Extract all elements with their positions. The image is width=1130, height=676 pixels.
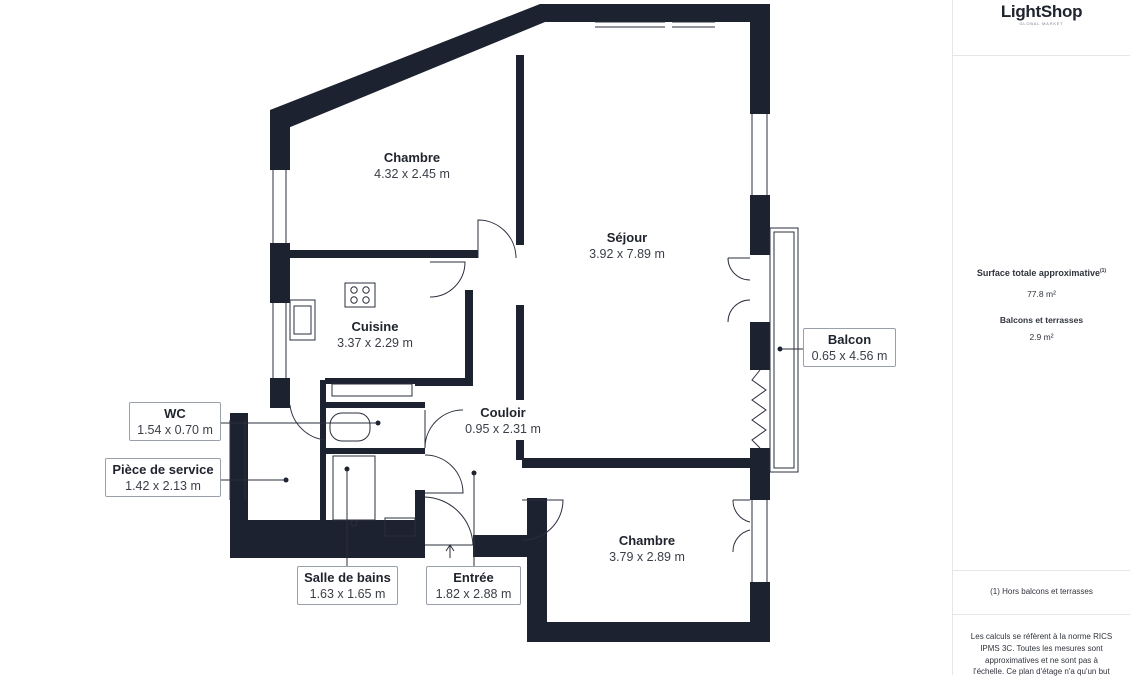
- wall-wc-left: [320, 380, 326, 525]
- wall-sejour-left-upper: [516, 55, 524, 245]
- room-name: Séjour: [606, 230, 648, 245]
- door-wc: [424, 409, 464, 449]
- room-name: Couloir: [480, 405, 526, 420]
- wall-top-right: [540, 4, 770, 22]
- wall-entree-left: [415, 490, 425, 558]
- door-chambre: [477, 219, 517, 259]
- wall-chambre2-left: [527, 498, 547, 642]
- room-name: Pièce de service: [112, 462, 214, 477]
- door-balcony-upper: [727, 257, 751, 323]
- room-chambre-2: Chambre 3.79 x 2.89 m: [609, 533, 685, 565]
- room-name: Balcon: [827, 332, 872, 347]
- surface-note-mark: (1): [1099, 268, 1107, 274]
- wall-left-lower: [270, 378, 290, 408]
- walls: [230, 4, 770, 642]
- surface-total-label: Surface totale approximative(1): [953, 268, 1130, 278]
- balcons-value: 2.9 m²: [1029, 332, 1054, 342]
- room-dimensions: 0.65 x 4.56 m: [811, 349, 888, 363]
- room-dimensions: 1.63 x 1.65 m: [309, 587, 386, 601]
- room-dimensions: 4.32 x 2.45 m: [374, 167, 450, 181]
- disclaimer-line-4: l'échelle. Ce plan d'étage n'a qu'un but: [973, 667, 1110, 676]
- wall-bottom-left: [230, 520, 420, 558]
- disclaimer-line-2: IPMS 3C. Toutes les mesures sont: [980, 644, 1103, 653]
- room-cuisine: Cuisine 3.37 x 2.29 m: [337, 319, 413, 351]
- callout-wc: WC 1.54 x 0.70 m: [129, 402, 221, 441]
- wall-cuisine-right: [465, 290, 473, 385]
- callout-salle-de-bains: Salle de bains 1.63 x 1.65 m: [297, 566, 398, 605]
- room-name: Entrée: [453, 570, 494, 585]
- wall-service-top: [230, 413, 248, 419]
- wall-top-slanted: [270, 4, 545, 128]
- room-dimensions: 3.37 x 2.29 m: [337, 336, 413, 350]
- panel-divider: [953, 614, 1130, 615]
- wall-right-balcony-post: [750, 322, 770, 370]
- wall-cuisine-bottom-left: [325, 378, 415, 384]
- room-name: WC: [164, 406, 186, 421]
- bathtub: [332, 455, 376, 521]
- wall-sejour-left-lower: [516, 305, 524, 400]
- wall-right-mid: [750, 195, 770, 255]
- logo-subtitle: GLOBAL MARKET: [1019, 21, 1064, 26]
- callout-piece-de-service: Pièce de service 1.42 x 2.13 m: [105, 458, 221, 497]
- floor-plan-drawing: [218, 4, 803, 642]
- door-service: [289, 404, 326, 441]
- room-name: Salle de bains: [304, 570, 391, 585]
- disclaimer-line-3: approximatives et ne sont pas à: [985, 656, 1098, 665]
- cooktop: [344, 282, 376, 308]
- toilet: [329, 412, 371, 442]
- room-dimensions: 1.54 x 0.70 m: [137, 423, 213, 437]
- wall-cuisine-bottom: [415, 378, 473, 386]
- wall-service-left: [230, 413, 248, 558]
- room-dimensions: 1.42 x 2.13 m: [125, 479, 201, 493]
- surface-total-value: 77.8 m²: [1027, 289, 1056, 299]
- windows: [229, 21, 768, 582]
- door-chambre2: [521, 499, 564, 541]
- leaders: [218, 348, 803, 567]
- brand-logo: LightShop GLOBAL MARKET: [953, 2, 1130, 26]
- callout-entree: Entrée 1.82 x 2.88 m: [426, 566, 521, 605]
- bathroom-sink: [384, 517, 416, 537]
- disclaimer-line-1: Les calculs se réfèrent à la norme RICS: [970, 632, 1113, 641]
- fixtures: [289, 282, 416, 537]
- room-couloir: Couloir 0.95 x 2.31 m: [465, 405, 541, 437]
- logo-text: LightShop: [1000, 2, 1083, 21]
- wall-entree-bottom: [473, 535, 528, 557]
- balcons-label: Balcons et terrasses: [999, 315, 1084, 325]
- wall-wc-bottom: [325, 448, 425, 454]
- wall-left-upper: [270, 110, 290, 170]
- sliding-door-zigzag: [751, 369, 767, 449]
- room-name: Chambre: [618, 533, 676, 548]
- kitchen-counter: [331, 383, 413, 397]
- floor-plan: Chambre 4.32 x 2.45 m Séjour 3.92 x 7.89…: [105, 4, 896, 642]
- wall-sejour-left-bottom: [516, 440, 524, 460]
- panel-divider: [953, 55, 1130, 56]
- wall-chambre2-bottom: [527, 622, 770, 642]
- panel-divider: [953, 570, 1130, 571]
- wall-chambre2-top: [522, 458, 770, 468]
- wall-right-upper: [750, 4, 770, 114]
- door-chambre2-right: [732, 499, 751, 553]
- doors: [289, 219, 767, 553]
- kitchen-sink: [289, 299, 316, 341]
- room-dimensions: 3.79 x 2.89 m: [609, 550, 685, 564]
- footnote: (1) Hors balcons et terrasses: [990, 587, 1093, 596]
- room-sejour: Séjour 3.92 x 7.89 m: [589, 230, 665, 262]
- wall-right-lower: [750, 448, 770, 500]
- room-name: Cuisine: [351, 319, 399, 334]
- info-panel: LightShop GLOBAL MARKET Surface totale a…: [952, 0, 1130, 676]
- door-cuisine: [429, 261, 466, 298]
- room-chambre-1: Chambre 4.32 x 2.45 m: [374, 150, 450, 182]
- wall-wc-top: [325, 402, 425, 408]
- room-name: Chambre: [383, 150, 441, 165]
- room-dimensions: 1.82 x 2.88 m: [435, 587, 512, 601]
- wall-chambre-bottom: [270, 250, 478, 258]
- door-entree: [424, 496, 474, 546]
- balcony-outline: [769, 227, 799, 473]
- surface-label-text: Surface totale approximative: [976, 268, 1100, 278]
- room-dimensions: 0.95 x 2.31 m: [465, 422, 541, 436]
- callout-balcon: Balcon 0.65 x 4.56 m: [803, 328, 896, 367]
- room-dimensions: 3.92 x 7.89 m: [589, 247, 665, 261]
- door-bathroom: [424, 454, 464, 494]
